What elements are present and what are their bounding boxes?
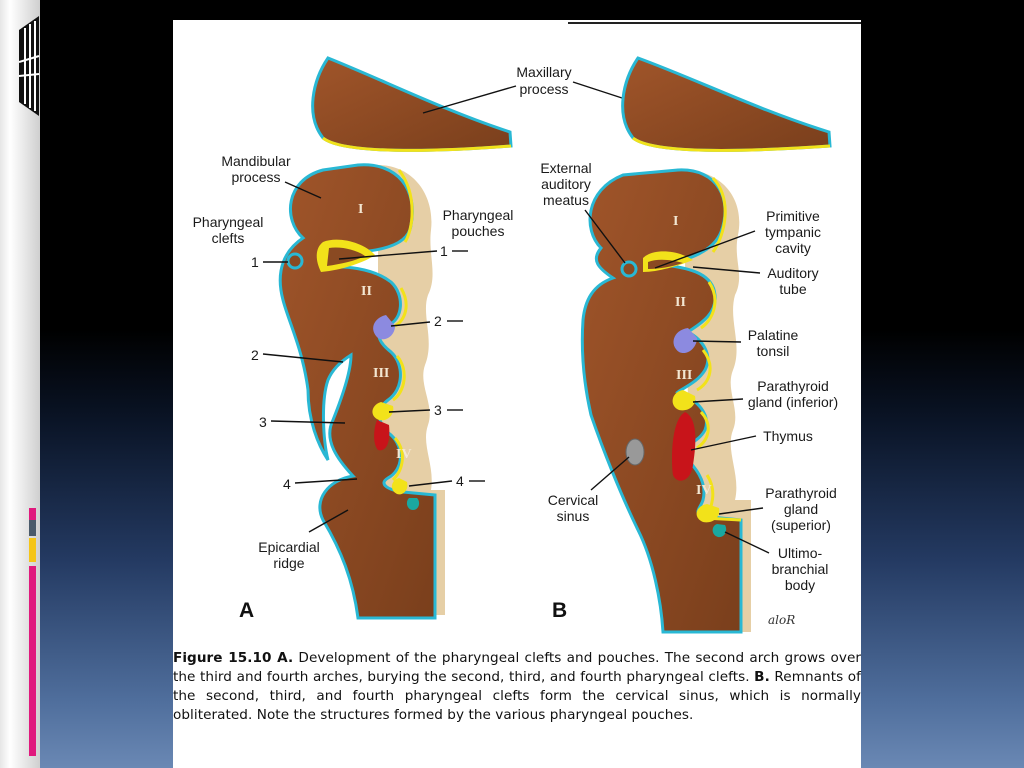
label-parathyroid-inferior: gland (inferior)	[748, 394, 838, 410]
ultimobranchial-body	[712, 524, 727, 538]
pouch-number: 3	[434, 402, 442, 418]
label-pharyngeal-pouches: Pharyngeal	[443, 207, 514, 223]
panel-a: I II III IV Maxillary process Mandibular…	[193, 56, 669, 622]
label-external-auditory-meatus: External	[540, 160, 591, 176]
thymus-primordium-a	[374, 420, 390, 451]
label-maxillary-process: Maxillary	[516, 64, 571, 80]
arch-numeral-b: I	[673, 214, 678, 229]
label-mandibular-process: process	[231, 169, 280, 185]
label-epicardial-ridge: ridge	[273, 555, 304, 571]
artist-signature: aloR	[768, 613, 795, 627]
label-thymus: Thymus	[763, 428, 813, 444]
caption-figure-number: Figure 15.10 A.	[173, 650, 294, 666]
pouch-4-a	[391, 478, 408, 495]
thymus	[672, 412, 696, 481]
label-external-auditory-meatus: auditory	[541, 176, 591, 192]
arch-numeral-a: III	[373, 366, 389, 381]
external-auditory-meatus	[620, 260, 638, 278]
label-primitive-tympanic-cavity: Primitive	[766, 208, 820, 224]
pouch-2-tonsil-a	[373, 315, 395, 340]
label-parathyroid-superior: gland	[784, 501, 818, 517]
label-ultimobranchial-body: Ultimo-	[778, 545, 823, 561]
pouch-number: 4	[456, 473, 464, 489]
label-pharyngeal-clefts: clefts	[212, 230, 245, 246]
caption-b-label: B.	[754, 669, 770, 685]
arch-numeral-b: IV	[696, 483, 712, 498]
maxillary-process-b	[621, 56, 832, 152]
caption-text-b: Remnants of the second, third, and fourt…	[173, 669, 861, 723]
label-parathyroid-superior: Parathyroid	[765, 485, 837, 501]
label-cervical-sinus: sinus	[557, 508, 590, 524]
sidebar-slate-bar	[29, 520, 36, 536]
label-mandibular-process: Mandibular	[221, 153, 291, 169]
label-parathyroid-inferior: Parathyroid	[757, 378, 829, 394]
label-ultimobranchial-body: body	[785, 577, 815, 593]
arch-numeral-b: II	[675, 295, 686, 310]
pharyngeal-diagram: I II III IV Maxillary process Mandibular…	[193, 56, 838, 634]
panel-b: I II III IV External auditory meatus Pri…	[540, 56, 838, 634]
ultimobranchial-a	[406, 498, 420, 510]
panel-letter-b: B	[552, 599, 567, 622]
sidebar-pink-bar-long	[29, 566, 36, 756]
figure-caption: Figure 15.10 A. Development of the phary…	[173, 649, 861, 725]
stripes-logo-icon	[19, 16, 40, 116]
label-ultimobranchial-body: branchial	[772, 561, 829, 577]
label-palatine-tonsil: Palatine	[748, 327, 799, 343]
arch-numeral-b: III	[676, 368, 692, 383]
cleft-1-a	[286, 252, 304, 270]
label-primitive-tympanic-cavity: cavity	[775, 240, 811, 256]
figure-slide: I II III IV Maxillary process Mandibular…	[173, 20, 861, 768]
pouch-number: 2	[434, 313, 442, 329]
maxillary-process-a	[311, 56, 513, 152]
sidebar-pink-bar-top	[29, 508, 36, 520]
label-palatine-tonsil: tonsil	[757, 343, 790, 359]
sidebar-yellow-bar	[29, 538, 36, 562]
cervical-sinus	[625, 438, 645, 466]
pouch-3-a	[372, 402, 394, 421]
panel-letter-a: A	[239, 599, 254, 622]
parathyroid-gland-inferior	[672, 390, 696, 411]
top-rule-line	[568, 22, 861, 24]
label-pharyngeal-clefts: Pharyngeal	[193, 214, 264, 230]
label-pharyngeal-pouches: pouches	[452, 223, 505, 239]
pouch-number: 1	[440, 243, 448, 259]
label-primitive-tympanic-cavity: tympanic	[765, 224, 821, 240]
label-cervical-sinus: Cervical	[548, 492, 599, 508]
arch-numeral-a: II	[361, 284, 372, 299]
label-maxillary-process: process	[519, 81, 568, 97]
cleft-number: 3	[259, 414, 267, 430]
cleft-number: 1	[251, 254, 259, 270]
arch-numeral-a: IV	[396, 447, 412, 462]
label-auditory-tube: Auditory	[767, 265, 818, 281]
parathyroid-gland-superior	[696, 504, 720, 523]
label-auditory-tube: tube	[779, 281, 806, 297]
label-epicardial-ridge: Epicardial	[258, 539, 319, 555]
label-parathyroid-superior: (superior)	[771, 517, 831, 533]
caption-text-a: Development of the pharyngeal clefts and…	[173, 650, 861, 685]
arch-numeral-a: I	[358, 202, 363, 217]
palatine-tonsil	[673, 328, 697, 354]
label-external-auditory-meatus: meatus	[543, 192, 589, 208]
cleft-number: 2	[251, 347, 259, 363]
cleft-number: 4	[283, 476, 291, 492]
